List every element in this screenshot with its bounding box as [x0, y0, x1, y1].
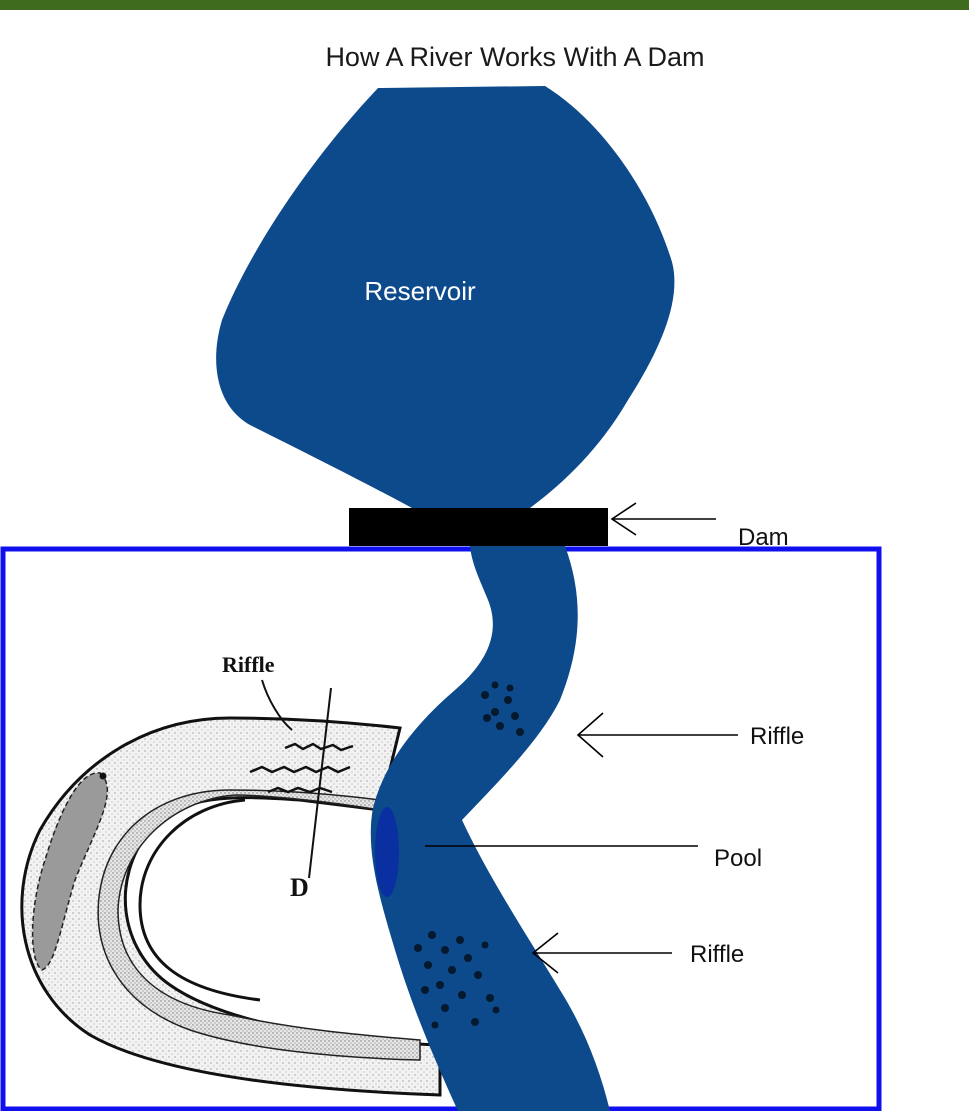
riffle-lower-label: Riffle	[690, 941, 744, 968]
reservoir-label: Reservoir	[364, 276, 476, 306]
dam-arrow	[612, 503, 716, 535]
pool	[375, 807, 399, 897]
diagram-title: How A River Works With A Dam	[325, 42, 704, 72]
inset-riffle-label: Riffle	[222, 652, 275, 677]
dam	[349, 508, 608, 546]
pool-label: Pool	[714, 845, 762, 872]
inset-d-label: D	[290, 873, 309, 902]
riffle-upper-label: Riffle	[750, 723, 804, 750]
